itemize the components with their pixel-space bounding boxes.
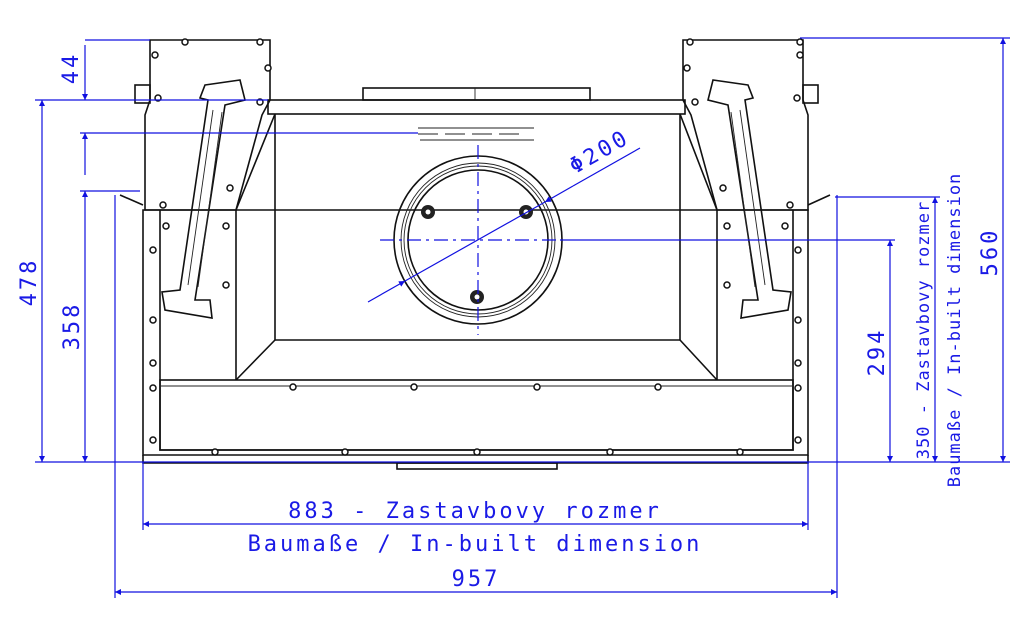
hood-body	[119, 38, 831, 470]
dim-44: 44	[59, 52, 84, 85]
top-flange	[362, 87, 591, 101]
inner-opening	[274, 114, 681, 341]
top-plate	[267, 99, 686, 115]
bottom-panel	[159, 379, 794, 451]
dimension-lines	[35, 37, 1010, 598]
dim-957: 957	[452, 567, 501, 592]
bottom-lip	[396, 462, 558, 470]
main-frame	[142, 209, 809, 456]
right-bracket	[682, 39, 819, 319]
dim-350-line1: 350 - Zastavbovy rozmer	[914, 201, 934, 459]
dim-350-line2: Baumaße / In-built dimension	[945, 173, 965, 488]
dim-478: 478	[17, 258, 42, 307]
dim-883-line1: 883 - Zastavbovy rozmer	[288, 499, 662, 524]
fastener-holes	[149, 38, 804, 456]
left-bracket	[134, 39, 271, 319]
dim-358: 358	[60, 302, 85, 351]
dim-883-line2: Baumaße / In-built dimension	[248, 532, 703, 557]
dim-294: 294	[865, 328, 890, 377]
dim-560: 560	[978, 228, 1003, 277]
